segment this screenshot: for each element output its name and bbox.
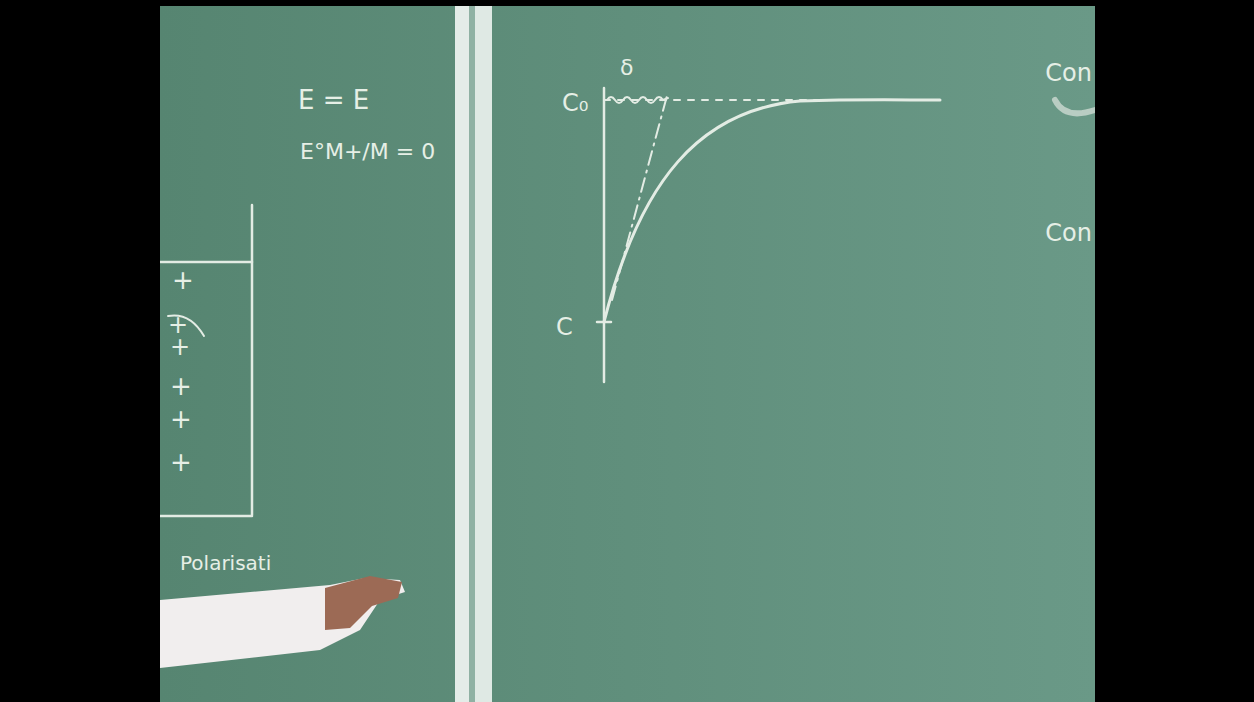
formula: E°M+/M = 0 bbox=[300, 140, 435, 164]
cell-wall bbox=[251, 205, 254, 515]
cell-bottom bbox=[160, 515, 252, 518]
divider bbox=[455, 6, 469, 702]
frame-left bbox=[0, 0, 160, 702]
charge-sign: + bbox=[172, 266, 194, 295]
concentration-curve bbox=[604, 100, 940, 322]
axis-label: C bbox=[556, 314, 573, 340]
fingers bbox=[325, 576, 402, 630]
delta-bracket bbox=[607, 97, 668, 103]
cell-top bbox=[160, 261, 252, 264]
board bbox=[160, 6, 1095, 702]
axis-label: C₀ bbox=[562, 90, 588, 116]
charge-sign: + bbox=[170, 372, 192, 401]
charge-sign: + bbox=[170, 448, 192, 477]
charge-sign: + bbox=[170, 334, 190, 360]
symbol: δ bbox=[620, 56, 633, 80]
note: Polarisati bbox=[180, 552, 271, 574]
note: Con bbox=[1045, 60, 1092, 86]
formula: E = E bbox=[298, 86, 369, 115]
note: Con bbox=[1045, 220, 1092, 246]
hand bbox=[160, 576, 405, 668]
chalk-lines bbox=[160, 88, 1095, 516]
divider-gap bbox=[469, 6, 475, 702]
divider bbox=[475, 6, 492, 702]
charge-sign: + bbox=[170, 405, 192, 434]
frame-top bbox=[0, 0, 1254, 6]
tick bbox=[597, 321, 611, 324]
axis bbox=[603, 88, 606, 382]
eraser-smudge bbox=[1055, 100, 1095, 113]
tangent-line bbox=[612, 92, 668, 300]
frame-right bbox=[1095, 0, 1254, 702]
